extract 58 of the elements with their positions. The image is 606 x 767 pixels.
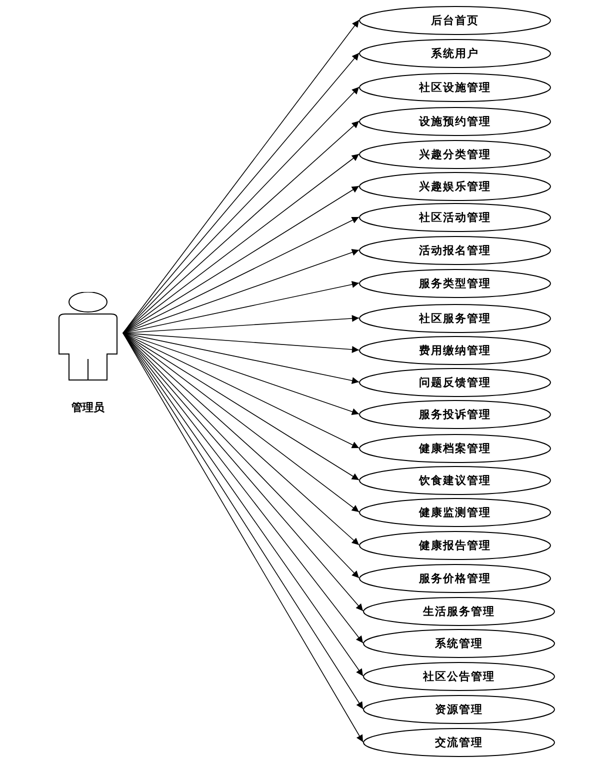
use-case-label: 兴趣分类管理: [419, 146, 491, 162]
use-case-ellipse: [359, 268, 551, 298]
use-case-ellipse: [359, 38, 551, 68]
association-arrow: [122, 332, 360, 353]
use-case-label: 兴趣娱乐管理: [419, 178, 491, 194]
use-case-label: 服务投诉管理: [419, 406, 491, 422]
use-case-ellipse: [359, 236, 551, 264]
association-arrow: [122, 332, 360, 384]
use-case-ellipse: [359, 72, 551, 102]
use-case-label: 活动报名管理: [419, 242, 491, 258]
use-case-ellipse: [363, 728, 555, 756]
use-case-label: 设施预约管理: [419, 114, 491, 128]
association-arrow: [122, 216, 360, 334]
use-case-ellipse: [359, 140, 551, 168]
use-case-ellipse: [359, 106, 551, 136]
use-case-label: 社区设施管理: [419, 80, 491, 94]
use-case-label: 资源管理: [435, 702, 483, 716]
use-case-label: 服务价格管理: [419, 570, 491, 586]
use-case-ellipse: [363, 662, 555, 690]
association-arrow: [122, 154, 360, 334]
use-case-label: 费用缴纳管理: [419, 342, 491, 358]
use-case-ellipse: [359, 368, 551, 396]
use-case-ellipse: [359, 498, 551, 526]
use-case-ellipse: [359, 530, 551, 560]
association-arrow: [122, 332, 360, 416]
use-case-ellipse: [363, 628, 555, 658]
actor-label: 管理员: [72, 400, 104, 415]
association-arrow: [122, 249, 360, 334]
use-case-label: 饮食建议管理: [419, 472, 491, 488]
use-case-label: 交流管理: [435, 734, 483, 750]
use-case-ellipse: [363, 596, 555, 626]
use-case-ellipse: [359, 172, 551, 200]
use-case-label: 社区活动管理: [419, 210, 491, 224]
association-arrow: [122, 332, 360, 448]
use-case-label: 健康档案管理: [419, 440, 491, 456]
association-arrow: [122, 186, 360, 334]
use-case-label: 健康报告管理: [419, 538, 491, 552]
use-case-label: 问题反馈管理: [419, 374, 491, 390]
use-case-ellipse: [359, 400, 551, 428]
association-arrow: [122, 314, 360, 334]
use-case-label: 服务类型管理: [419, 276, 491, 290]
use-case-label: 社区服务管理: [419, 310, 491, 326]
use-case-label: 健康监测管理: [419, 504, 491, 520]
use-case-ellipse: [359, 304, 551, 332]
association-arrow: [122, 281, 360, 334]
use-case-ellipse: [359, 336, 551, 364]
use-case-ellipse: [359, 434, 551, 462]
use-case-ellipse: [363, 694, 555, 724]
association-arrow: [122, 332, 360, 480]
use-case-label: 系统用户: [431, 46, 479, 60]
use-case-label: 生活服务管理: [423, 604, 495, 618]
use-case-label: 社区公告管理: [423, 668, 495, 684]
use-case-ellipse: [359, 564, 551, 592]
use-case-label: 后台首页: [431, 12, 479, 28]
use-case-ellipse: [359, 202, 551, 232]
use-case-ellipse: [359, 6, 551, 34]
use-case-ellipse: [359, 466, 551, 494]
use-case-label: 系统管理: [435, 636, 483, 650]
